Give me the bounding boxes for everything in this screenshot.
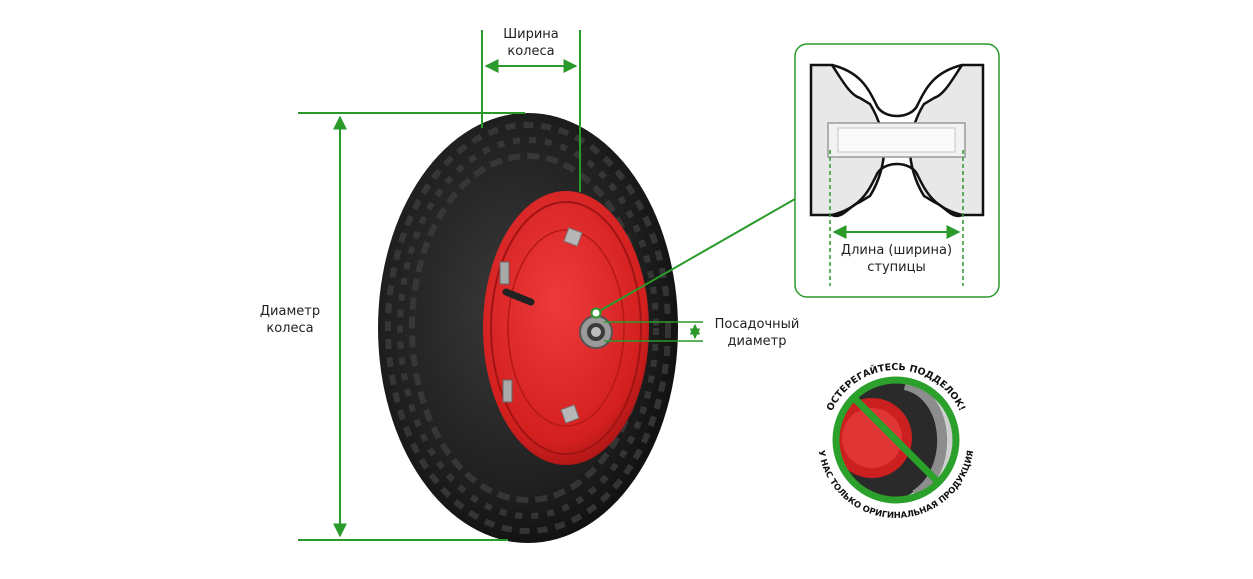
callout-line	[590, 198, 796, 319]
bore-diameter-dimension	[604, 321, 703, 342]
counterfeit-warning-badge: ОСТЕРЕГАЙТЕСЬ ПОДДЕЛОК! У НАС ТОЛЬКО ОРИ…	[816, 362, 977, 521]
bore-diameter-label: Посадочный диаметр	[714, 317, 800, 349]
wheel-diameter-dimension	[298, 112, 525, 541]
hub-length-label: Длина (ширина) ступицы	[834, 242, 959, 276]
wheel-width-label: Ширина колеса	[503, 27, 559, 59]
hub-inset	[794, 43, 1000, 298]
wheel-diameter-label: Диаметр колеса	[259, 304, 321, 336]
wheel-width-dimension	[481, 30, 581, 192]
wheel-image	[378, 113, 678, 543]
